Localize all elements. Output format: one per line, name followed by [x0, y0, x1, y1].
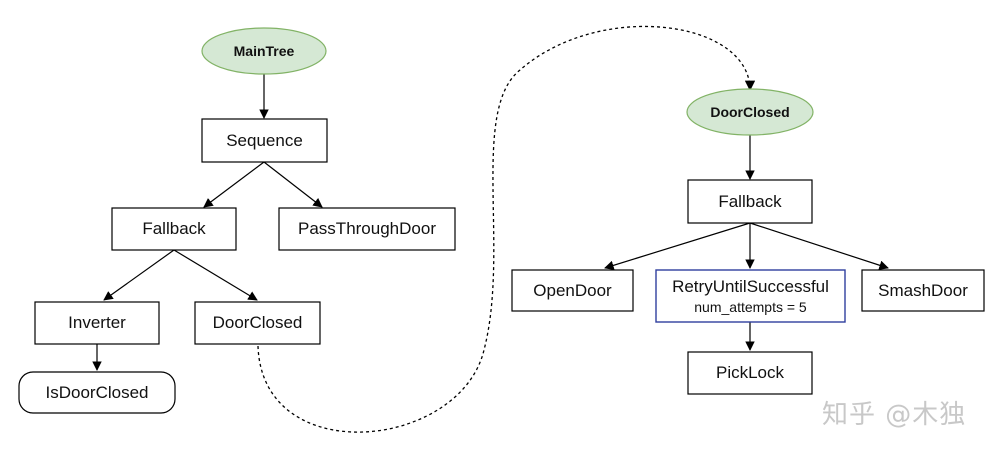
maintree-root-label: MainTree [234, 43, 295, 59]
fallback-node-left[interactable]: Fallback [111, 207, 237, 251]
doorclosed-root-node[interactable]: DoorClosed [686, 88, 814, 136]
watermark-text: 知乎 @木独 [822, 400, 967, 430]
doorclosed-node-left[interactable]: DoorClosed [194, 301, 321, 345]
opendoor-label: OpenDoor [533, 281, 612, 300]
edge-sequence-passthroughdoor [263, 161, 323, 208]
smashdoor-label: SmashDoor [878, 281, 968, 300]
inverter-label: Inverter [68, 313, 126, 332]
sequence-label: Sequence [226, 131, 303, 150]
doorclosed-root-label: DoorClosed [710, 104, 789, 120]
retryuntilsuccessful-label: RetryUntilSuccessful [672, 277, 829, 296]
edge-fallback-doorclosed [173, 249, 258, 301]
smashdoor-node[interactable]: SmashDoor [861, 269, 985, 312]
inverter-node[interactable]: Inverter [34, 301, 160, 345]
sequence-node[interactable]: Sequence [201, 118, 328, 163]
fallback-label-left: Fallback [142, 219, 206, 238]
edge-fallback-opendoor [604, 222, 751, 271]
edge-fallback-smashdoor [749, 222, 889, 270]
picklock-node[interactable]: PickLock [687, 351, 813, 395]
retry-num-attempts-label: num_attempts = 5 [694, 299, 807, 315]
maintree-root-node[interactable]: MainTree [201, 27, 327, 75]
fallback-label-right: Fallback [718, 192, 782, 211]
isdoorclosed-label: IsDoorClosed [46, 383, 149, 402]
subtree-link-connector [257, 25, 756, 433]
isdoorclosed-node[interactable]: IsDoorClosed [18, 371, 176, 414]
fallback-node-right[interactable]: Fallback [687, 179, 813, 224]
opendoor-node[interactable]: OpenDoor [511, 269, 634, 312]
passthroughdoor-label: PassThroughDoor [298, 219, 436, 238]
edge-sequence-fallback [203, 161, 265, 208]
doorclosed-label-left: DoorClosed [213, 313, 303, 332]
picklock-label: PickLock [716, 363, 785, 382]
retryuntilsuccessful-node[interactable]: RetryUntilSuccessful num_attempts = 5 [655, 269, 846, 323]
edge-fallback-inverter [103, 249, 175, 301]
passthroughdoor-node[interactable]: PassThroughDoor [278, 207, 456, 251]
